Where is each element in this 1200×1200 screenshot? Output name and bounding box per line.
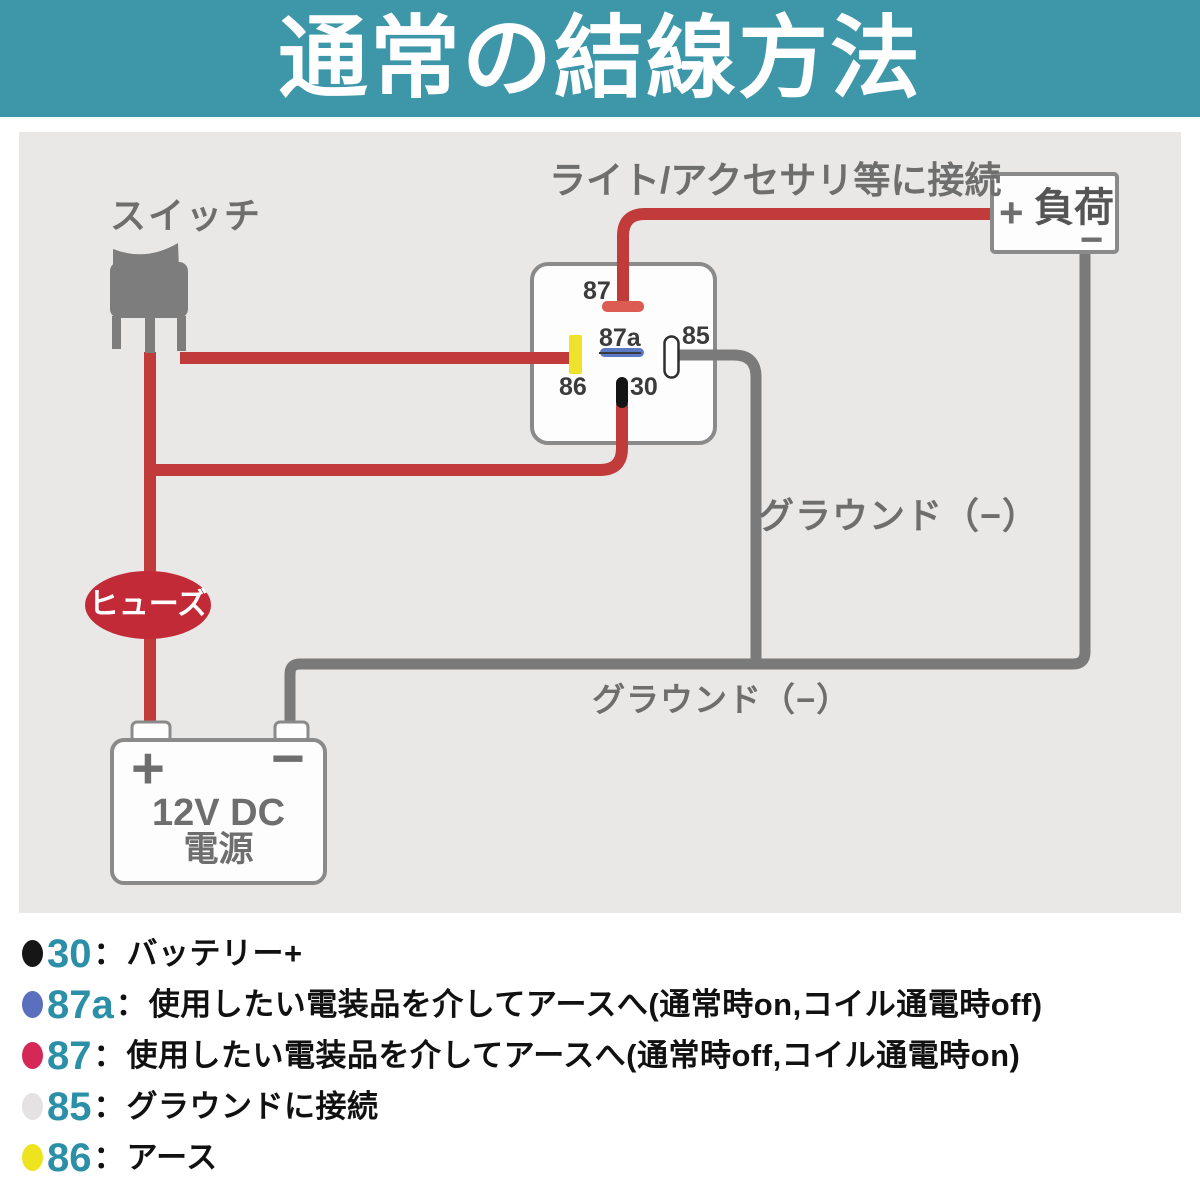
legend-pin-87: 87 — [47, 1033, 92, 1078]
legend-row-30: 30 ： バッテリー+ — [22, 928, 1192, 979]
load-label: 負荷 — [1034, 186, 1114, 230]
legend-colon: ： — [115, 987, 147, 1022]
legend-desc-86: アース — [126, 1140, 218, 1175]
legend-dot-85 — [22, 1093, 43, 1120]
legend-colon: ： — [93, 1140, 125, 1175]
legend-colon: ： — [93, 936, 125, 971]
ground-label-lower: グラウンド（−） — [592, 681, 851, 718]
legend-row-87: 87 ： 使用したい電装品を介してアースへ(通常時off,コイル通電時on) — [22, 1030, 1192, 1081]
legend-pin-87a: 87a — [47, 982, 114, 1027]
legend-colon: ： — [93, 1038, 125, 1073]
legend-dot-87 — [22, 1042, 43, 1069]
legend-row-87a: 87a ： 使用したい電装品を介してアースへ(通常時on,コイル通電時off) — [22, 979, 1192, 1030]
legend-desc-85: グラウンドに接続 — [126, 1089, 379, 1124]
battery-source-label: 電源 — [183, 830, 254, 869]
legend-colon: ： — [93, 1089, 125, 1124]
battery-plus-sign: + — [131, 736, 165, 801]
legend-dot-86 — [22, 1144, 43, 1171]
page-title: 通常の結線方法 — [278, 8, 922, 109]
legend-dot-30 — [22, 940, 43, 967]
legend-row-86: 86 ： アース — [22, 1132, 1192, 1183]
pin-legend: 30 ： バッテリー+ 87a ： 使用したい電装品を介してアースへ(通常時on… — [22, 928, 1192, 1183]
legend-pin-85: 85 — [47, 1084, 92, 1129]
load-minus-sign: − — [1080, 218, 1104, 262]
header-banner: 通常の結線方法 — [0, 0, 1200, 117]
legend-desc-87a: 使用したい電装品を介してアースへ(通常時on,コイル通電時off) — [148, 987, 1043, 1022]
legend-pin-86: 86 — [47, 1135, 92, 1180]
legend-row-85: 85 ： グラウンドに接続 — [22, 1081, 1192, 1132]
battery-voltage-label: 12V DC — [151, 792, 286, 834]
pin-label-30: 30 — [630, 373, 658, 401]
load-plus-sign: + — [999, 189, 1024, 236]
legend-pin-30: 30 — [47, 931, 92, 976]
pin-label-87a: 87a — [599, 324, 641, 354]
pin-label-85: 85 — [682, 322, 710, 350]
legend-desc-30: バッテリー+ — [126, 936, 303, 971]
switch-label: スイッチ — [110, 195, 263, 236]
fuse-label: ヒューズ — [88, 588, 208, 621]
pin-label-87: 87 — [583, 277, 611, 305]
battery-minus-sign: − — [271, 726, 305, 791]
light-accessory-label: ライト/アクセサリ等に接続 — [549, 160, 1002, 201]
legend-dot-87a — [22, 991, 43, 1018]
pin-label-86: 86 — [559, 373, 587, 401]
ground-label-upper: グラウンド（−） — [758, 495, 1040, 536]
legend-desc-87: 使用したい電装品を介してアースへ(通常時off,コイル通電時on) — [126, 1038, 1021, 1073]
